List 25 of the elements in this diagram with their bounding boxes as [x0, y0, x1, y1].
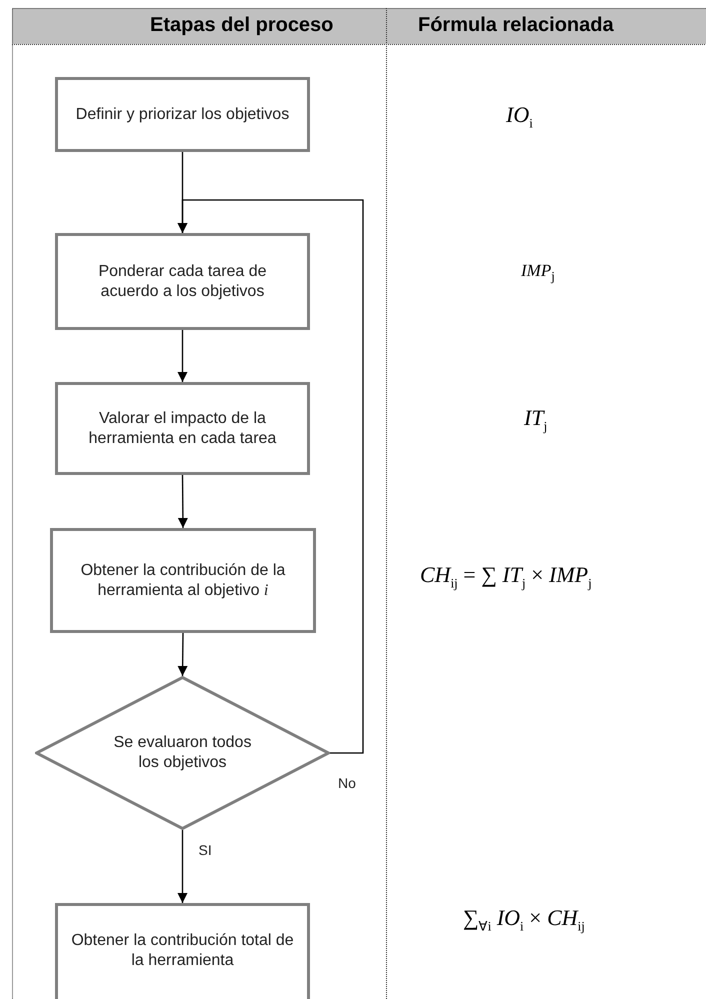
- process-box: [55, 382, 310, 475]
- formula: CH$_{ij}$ = ∑ IT$_{j}$ × IMP$_{j}$: [420, 562, 592, 592]
- arrow: [178, 633, 188, 676]
- process-box: [55, 233, 310, 330]
- column-header: Etapas del proceso: [150, 14, 334, 37]
- formula: ∑$_{∀i}$ IO$_{i}$ × CH$_{ij}$: [463, 905, 585, 934]
- arrow: [178, 199, 364, 754]
- step-text: Obtener la contribución total de la herramienta: [70, 931, 295, 971]
- formula: IT$_{j}$: [524, 405, 548, 434]
- step-text: Definir y priorizar los objetivos: [76, 104, 290, 124]
- process-box: [55, 903, 310, 999]
- process-box: [50, 528, 316, 633]
- step-text: Obtener la contribución de la herramienta al objetivo i: [80, 560, 286, 600]
- step-text: Se evaluaron todos los objetivos: [112, 733, 252, 773]
- formula: IO$_{i}$: [506, 102, 533, 132]
- step-text: Ponderar cada tarea de acuerdo a los objetivos: [97, 262, 268, 302]
- decision-diamond: [35, 676, 330, 830]
- arrow: [178, 830, 188, 903]
- arrow: [178, 330, 188, 382]
- column-header: Fórmula relacionada: [418, 14, 614, 37]
- edge-label: No: [336, 775, 358, 791]
- step-text: Valorar el impacto de la herramienta en cada tarea: [88, 408, 278, 448]
- process-box: [55, 77, 310, 152]
- formula: IMP$_{j}$: [521, 261, 555, 284]
- arrow: [178, 475, 188, 528]
